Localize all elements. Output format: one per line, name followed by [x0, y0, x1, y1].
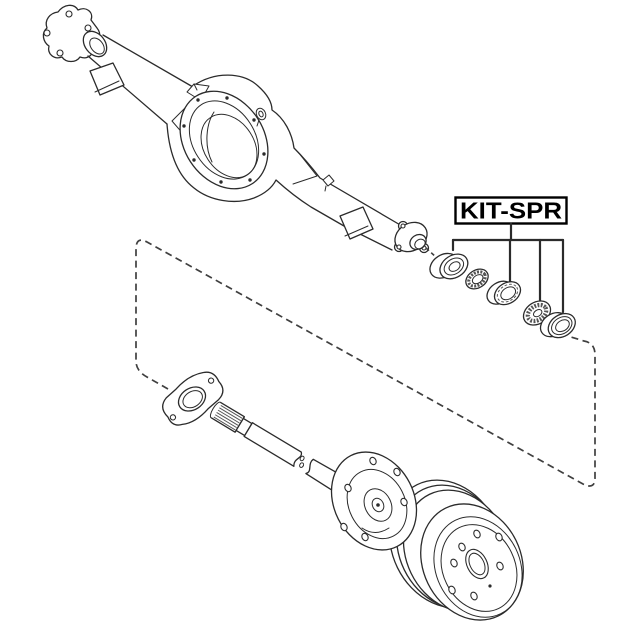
dashed-assembly-boundary — [135, 239, 596, 487]
bearing-spacer-icon — [486, 280, 522, 306]
brake-drum-icon — [388, 479, 524, 621]
rear-axle-housing-icon — [42, 4, 430, 254]
wheel-bearing-icon — [429, 252, 469, 280]
kit-label: KIT-SPR — [460, 198, 562, 224]
oil-seal-icon — [539, 311, 576, 339]
backing-plate-gasket-icon — [162, 371, 224, 426]
axle-flange-icon — [330, 451, 418, 551]
snap-ring-icon — [465, 268, 489, 290]
kit-leader-dashes — [425, 247, 438, 259]
kit-callout: KIT-SPR — [451, 196, 568, 314]
